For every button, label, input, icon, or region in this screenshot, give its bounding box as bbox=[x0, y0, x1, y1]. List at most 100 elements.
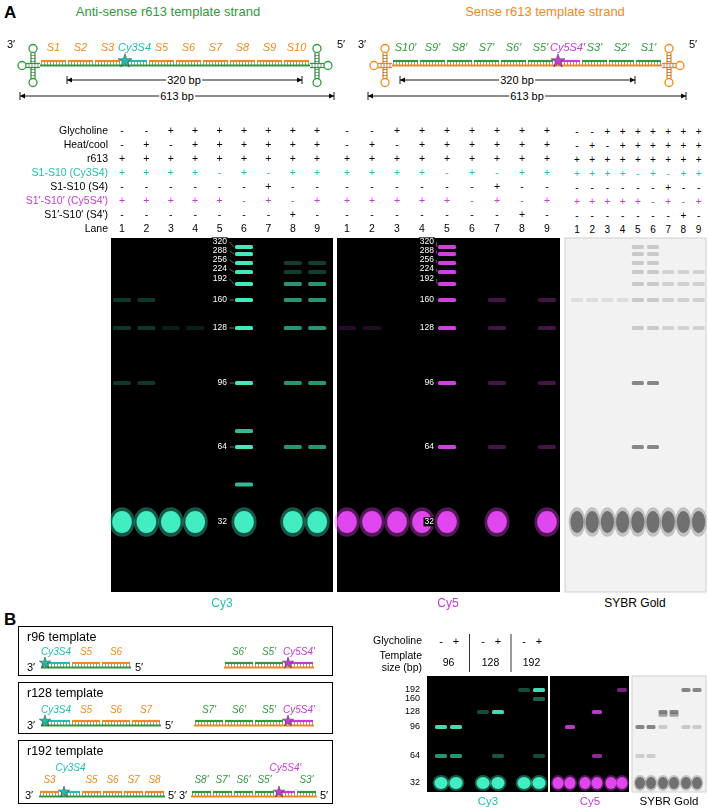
axis-label: Template size (bp) bbox=[370, 650, 422, 673]
condition-mark: + bbox=[143, 139, 149, 151]
ladder-size: 160 bbox=[212, 295, 228, 304]
condition-mark: + bbox=[469, 125, 475, 137]
hairpin bbox=[662, 45, 684, 87]
condition-mark: + bbox=[620, 196, 626, 207]
condition-mark: + bbox=[419, 153, 425, 165]
ladder-size: 64 bbox=[410, 751, 420, 761]
template-box: r96 template3′Cy3S4S5S65′S6′S5′Cy5S4′ bbox=[18, 626, 333, 676]
condition-mark: + bbox=[469, 139, 475, 151]
ladder-size: 128 bbox=[419, 323, 435, 332]
ladder-size: 224 bbox=[419, 264, 435, 273]
leader-line bbox=[230, 300, 235, 301]
ladder-size: 320 bbox=[212, 237, 228, 246]
condition-mark: - bbox=[606, 182, 609, 193]
segment-label: S8 bbox=[236, 41, 249, 53]
segment-label: S6′ bbox=[236, 774, 250, 785]
segment-label: S5 bbox=[80, 646, 92, 657]
condition-mark: - bbox=[218, 181, 222, 193]
ladder-size: 256 bbox=[212, 255, 228, 264]
segment-label: S5 bbox=[155, 41, 168, 53]
row-header: S1-S10 (Cy3S4) bbox=[32, 167, 108, 179]
condition-mark: - bbox=[315, 209, 319, 221]
gel-image bbox=[427, 676, 548, 792]
lane-number: 1 bbox=[344, 223, 350, 235]
panel-letter: A bbox=[4, 4, 16, 23]
leader-line bbox=[230, 242, 235, 247]
condition-mark: + bbox=[119, 195, 125, 207]
condition-mark: + bbox=[680, 210, 686, 221]
condition-mark: - bbox=[651, 196, 654, 207]
strand-duplex bbox=[40, 54, 662, 67]
row-header: Glycholine bbox=[59, 125, 108, 137]
condition-mark: - bbox=[495, 167, 499, 179]
segment-label: S8′ bbox=[452, 41, 468, 53]
condition-mark: - bbox=[218, 209, 222, 221]
condition-mark: + bbox=[589, 168, 595, 179]
condition-mark: - bbox=[169, 209, 173, 221]
condition-mark: + bbox=[344, 167, 350, 179]
condition-mark: + bbox=[344, 153, 350, 165]
leader-line bbox=[230, 328, 235, 329]
lane-number: 4 bbox=[620, 224, 626, 235]
condition-mark: + bbox=[665, 154, 671, 165]
template-size: 128 bbox=[482, 657, 500, 669]
end-label: 5′ bbox=[337, 38, 345, 50]
segment-label: S7′ bbox=[202, 704, 216, 715]
row-header: S1′-S10′ (S4′) bbox=[44, 209, 108, 221]
condition-mark: - bbox=[636, 168, 639, 179]
end-label: 5′ bbox=[135, 661, 143, 673]
gel-image bbox=[632, 676, 706, 792]
condition-mark: + bbox=[444, 153, 450, 165]
condition-mark: - bbox=[345, 139, 349, 151]
ladder-size: 32 bbox=[410, 778, 420, 788]
condition-mark: - bbox=[470, 181, 474, 193]
segment-label: S7 bbox=[209, 41, 222, 53]
condition-mark: + bbox=[519, 209, 525, 221]
leader-line bbox=[436, 279, 438, 284]
condition-mark: + bbox=[119, 167, 125, 179]
condition-mark: + bbox=[574, 196, 580, 207]
condition-mark: + bbox=[604, 196, 610, 207]
leader-line bbox=[230, 269, 235, 272]
condition-mark: - bbox=[169, 181, 173, 193]
condition-mark: + bbox=[290, 167, 296, 179]
condition-mark: - bbox=[445, 181, 449, 193]
dimension-label: 613 bp bbox=[509, 90, 545, 102]
condition-mark: - bbox=[520, 195, 524, 207]
condition-mark: + bbox=[495, 635, 501, 647]
lane-number: 4 bbox=[192, 223, 198, 235]
segment-label: S5 bbox=[80, 704, 92, 715]
segment-label: S6 bbox=[106, 774, 118, 785]
end-label: 5′ bbox=[165, 719, 173, 731]
condition-mark: + bbox=[650, 154, 656, 165]
lane-number: 8 bbox=[519, 223, 525, 235]
lane-number: 5 bbox=[444, 223, 450, 235]
condition-mark: + bbox=[620, 126, 626, 137]
leader-line bbox=[230, 251, 235, 254]
condition-mark: + bbox=[665, 140, 671, 151]
condition-mark: + bbox=[696, 140, 702, 151]
condition-mark: - bbox=[667, 168, 670, 179]
row-header: S1′-S10′ (Cy5S4′) bbox=[26, 195, 108, 207]
condition-mark: - bbox=[470, 209, 474, 221]
end-label: 3′ bbox=[7, 38, 15, 50]
segment-label: S8 bbox=[148, 774, 160, 785]
group-divider bbox=[469, 634, 470, 672]
condition-mark: - bbox=[621, 182, 624, 193]
condition-mark: + bbox=[241, 167, 247, 179]
segment-label: S7 bbox=[140, 704, 152, 715]
ladder-size: 32 bbox=[217, 517, 228, 526]
condition-mark: + bbox=[680, 126, 686, 137]
ladder-size: 192 bbox=[212, 274, 228, 283]
lane-number: 2 bbox=[589, 224, 595, 235]
condition-mark: - bbox=[445, 209, 449, 221]
condition-mark: - bbox=[120, 139, 124, 151]
condition-mark: - bbox=[291, 181, 295, 193]
segment-label: S3′ bbox=[299, 774, 313, 785]
lane-number: 3 bbox=[605, 224, 611, 235]
condition-mark: + bbox=[394, 153, 400, 165]
condition-mark: - bbox=[395, 139, 399, 151]
lane-number: 3 bbox=[168, 223, 174, 235]
template-size: 96 bbox=[443, 657, 455, 669]
condition-mark: + bbox=[290, 125, 296, 137]
